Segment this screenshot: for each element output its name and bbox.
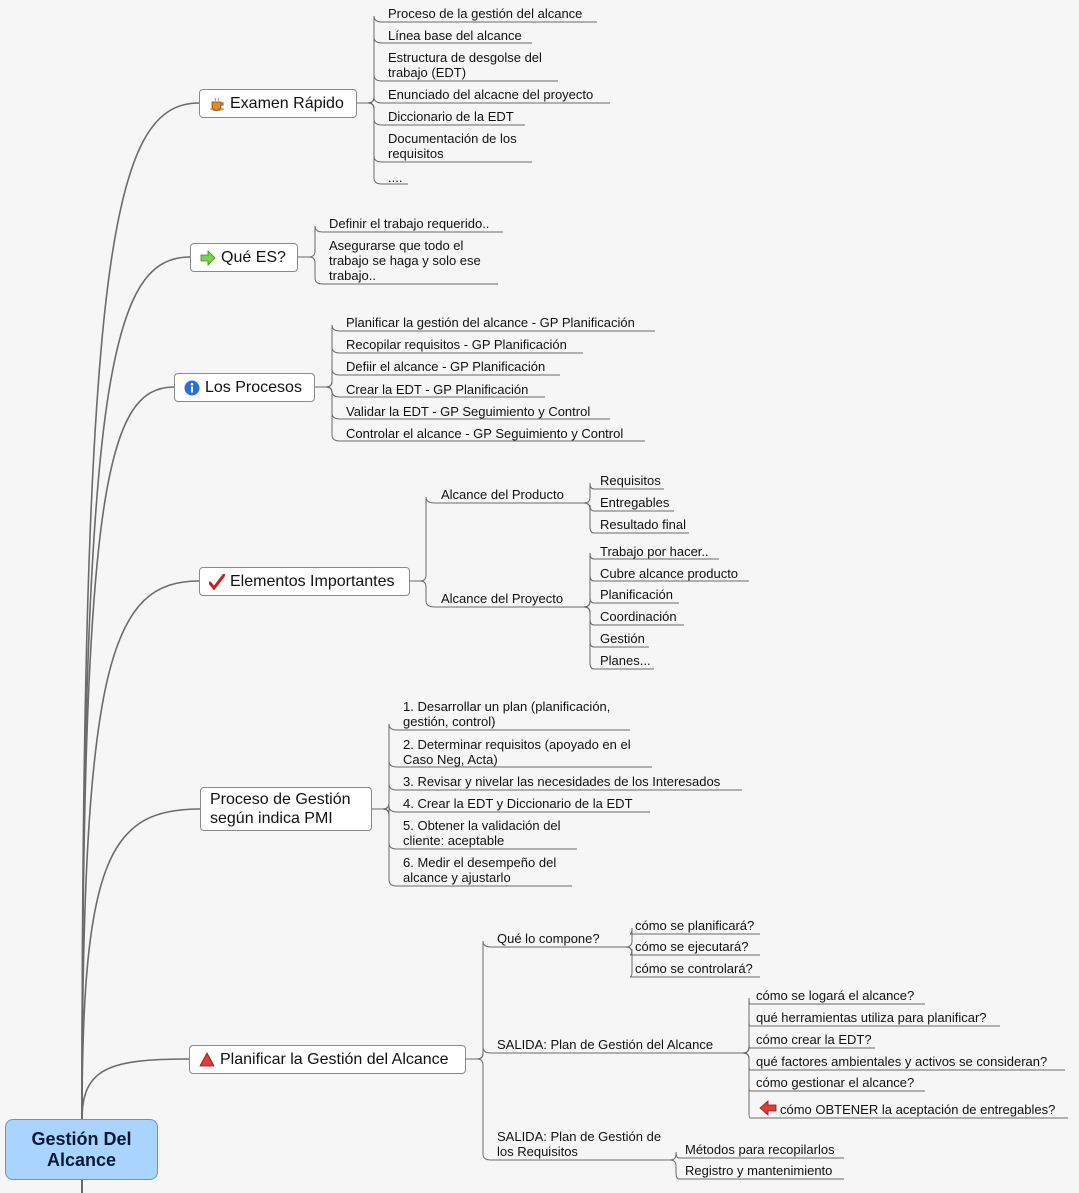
leaf-connector	[298, 256, 498, 285]
salida-alcance-item[interactable]: qué factores ambientales y activos se co…	[756, 1054, 1048, 1069]
pmi-step[interactable]: 1. Desarrollar un plan (planificación, g…	[403, 699, 611, 729]
examen-item[interactable]: Documentación de los requisitos	[388, 131, 517, 161]
salida-plan-requisitos[interactable]: SALIDA: Plan de Gestión de los Requisito…	[497, 1129, 662, 1159]
producto-item[interactable]: Requisitos	[600, 473, 661, 488]
salida-alcance-item[interactable]: cómo OBTENER la aceptación de entregable…	[780, 1102, 1056, 1117]
arrow-left-icon	[759, 1100, 777, 1116]
proyecto-item[interactable]: Cubre alcance producto	[600, 566, 739, 581]
leaf-connector	[575, 596, 679, 608]
pmi-step[interactable]: 4. Crear la EDT y Diccionario de la EDT	[403, 796, 633, 811]
salida-plan-alcance[interactable]: SALIDA: Plan de Gestión del Alcance	[497, 1037, 714, 1052]
compone-item[interactable]: cómo se planificará?	[635, 918, 755, 933]
proyecto-item[interactable]: Trabajo por hacer..	[600, 544, 709, 559]
alcance-proyecto[interactable]: Alcance del Proyecto	[441, 591, 564, 606]
info-icon	[184, 380, 200, 396]
pmi-step[interactable]: 6. Medir el desempeño del alcance y ajus…	[403, 855, 557, 885]
leaf-connector	[620, 927, 760, 948]
topic-label: Proceso de Gestión según indica PMI	[210, 791, 351, 827]
leaf-connector	[466, 1058, 671, 1161]
producto-item[interactable]: Entregables	[600, 495, 670, 510]
leaf-connector	[575, 606, 654, 670]
proyecto-item[interactable]: Planes...	[600, 653, 651, 668]
que-lo-compone[interactable]: Qué lo compone?	[497, 931, 600, 946]
branch-connector	[81, 1058, 190, 1121]
examen-item[interactable]: Enunciado del alcacne del proyecto	[388, 87, 594, 102]
proceso-item[interactable]: Defiir el alcance - GP Planificación	[346, 359, 546, 374]
topic-label: Qué ES?	[221, 248, 286, 266]
salida-requisitos-item[interactable]: Métodos para recopilarlos	[685, 1142, 835, 1157]
topic-examen-rapido[interactable]: Examen Rápido	[199, 89, 357, 118]
leaf-connector	[315, 386, 645, 442]
leaf-connector	[662, 1151, 844, 1161]
salida-alcance-item[interactable]: cómo se logará el alcance?	[756, 988, 915, 1003]
pmi-step[interactable]: 2. Determinar requisitos (apoyado en el …	[403, 737, 631, 767]
topic-elementos-importantes[interactable]: Elementos Importantes	[199, 567, 410, 596]
leaf-connector	[736, 1041, 875, 1054]
proceso-item[interactable]: Controlar el alcance - GP Seguimiento y …	[346, 426, 624, 441]
leaf-connector	[357, 102, 408, 185]
leaf-connector	[736, 1052, 1068, 1119]
salida-alcance-item[interactable]: cómo gestionar el alcance?	[756, 1075, 915, 1090]
que-es-item[interactable]: Definir el trabajo requerido..	[329, 216, 490, 231]
central-topic-line2: Alcance	[46, 1149, 117, 1170]
proyecto-item[interactable]: Planificación	[600, 587, 673, 602]
proyecto-item[interactable]: Gestión	[600, 631, 645, 646]
salida-requisitos-item[interactable]: Registro y mantenimiento	[685, 1163, 833, 1178]
leaf-connector	[575, 502, 689, 534]
examen-item[interactable]: Línea base del alcance	[388, 28, 522, 43]
coffee-cup-icon	[209, 96, 225, 112]
salida-alcance-item[interactable]: cómo crear la EDT?	[756, 1032, 872, 1047]
topic-los-procesos[interactable]: Los Procesos	[174, 373, 315, 402]
producto-item[interactable]: Resultado final	[600, 517, 686, 532]
proceso-item[interactable]: Validar la EDT - GP Seguimiento y Contro…	[346, 404, 591, 419]
leaf-connector	[372, 808, 572, 887]
branch-connector	[81, 580, 200, 1121]
examen-item[interactable]: Estructura de desgolse del trabajo (EDT)	[388, 50, 542, 80]
topic-label: Planificar la Gestión del Alcance	[220, 1050, 449, 1068]
examen-item[interactable]: ....	[388, 170, 403, 185]
central-topic-line1: Gestión Del	[31, 1128, 132, 1149]
examen-item[interactable]: Proceso de la gestión del alcance	[388, 6, 583, 21]
topic-que-es[interactable]: Qué ES?	[190, 243, 298, 272]
proceso-item[interactable]: Crear la EDT - GP Planificación	[346, 382, 529, 397]
pmi-step[interactable]: 5. Obtener la validación del cliente: ac…	[403, 818, 561, 848]
topic-proceso-pmi[interactable]: Proceso de Gestión según indica PMI	[200, 787, 372, 831]
compone-item[interactable]: cómo se ejecutará?	[635, 939, 749, 954]
arrow-right-icon	[200, 249, 216, 266]
leaf-connector	[315, 368, 560, 388]
warning-triangle-icon	[199, 1051, 215, 1068]
proceso-item[interactable]: Planificar la gestión del alcance - GP P…	[346, 315, 635, 330]
leaf-connector	[315, 324, 655, 388]
topic-planificar-gestion[interactable]: Planificar la Gestión del Alcance	[189, 1045, 466, 1074]
leaf-connector	[620, 946, 760, 978]
topic-label: Los Procesos	[205, 378, 302, 396]
que-es-item[interactable]: Asegurarse que todo el trabajo se haga y…	[329, 238, 481, 283]
leaf-connector	[575, 482, 664, 504]
pmi-step[interactable]: 3. Revisar y nivelar las necesidades de …	[403, 774, 721, 789]
leaf-connector	[298, 225, 503, 258]
alcance-producto[interactable]: Alcance del Producto	[441, 487, 564, 502]
leaf-connector	[357, 96, 610, 104]
leaf-connector	[410, 580, 575, 608]
leaf-connector	[410, 496, 575, 582]
leaf-connector	[372, 783, 742, 810]
branch-connector	[81, 386, 175, 1121]
leaf-connector	[466, 1046, 736, 1060]
proceso-item[interactable]: Recopilar requisitos - GP Planificación	[346, 337, 567, 352]
examen-item[interactable]: Diccionario de la EDT	[388, 109, 514, 124]
branch-connector	[81, 808, 201, 1121]
topic-label: Examen Rápido	[230, 94, 344, 112]
topic-label: Elementos Importantes	[230, 572, 395, 590]
compone-item[interactable]: cómo se controlará?	[635, 961, 753, 976]
salida-alcance-item[interactable]: qué herramientas utiliza para planificar…	[756, 1010, 987, 1025]
central-topic[interactable]: Gestión Del Alcance	[5, 1119, 158, 1180]
branch-connector	[81, 102, 200, 1121]
proyecto-item[interactable]: Coordinación	[600, 609, 677, 624]
checkmark-icon	[209, 573, 225, 590]
leaf-connector	[662, 1159, 844, 1180]
